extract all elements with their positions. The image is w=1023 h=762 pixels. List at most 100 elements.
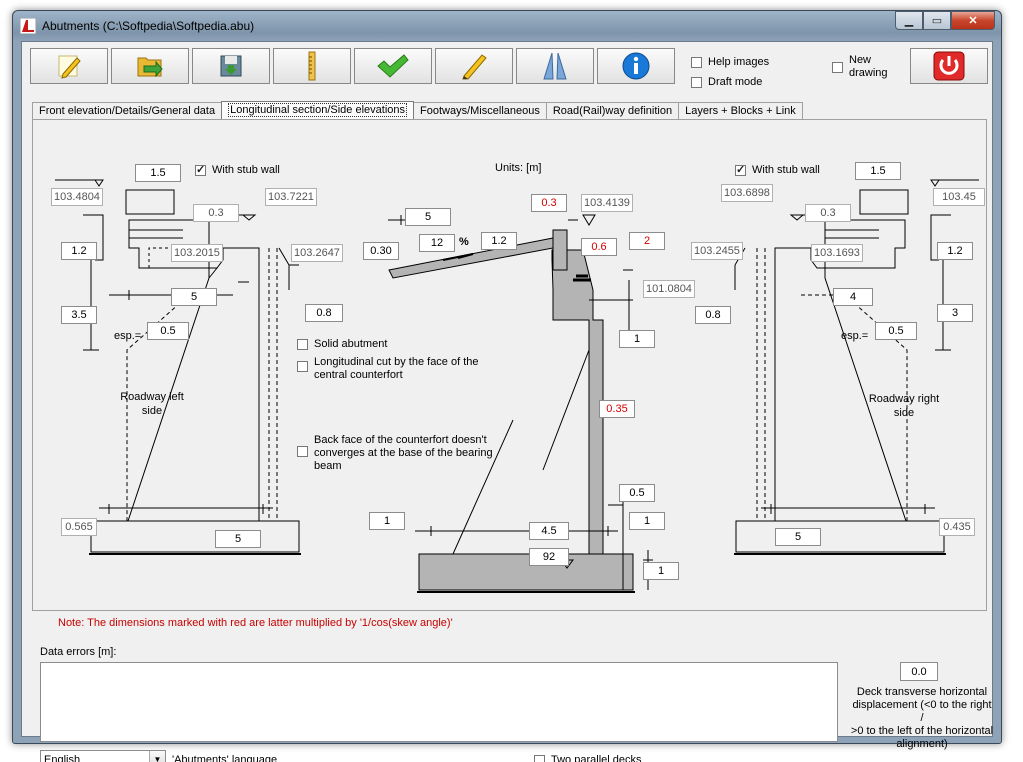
two-decks-checkbox[interactable] [534, 754, 545, 762]
close-button[interactable]: ✕ [951, 11, 995, 30]
tab-front-elevation[interactable]: Front elevation/Details/General data [32, 102, 223, 120]
center-left-1[interactable]: 1 [369, 512, 405, 530]
esp-right-label: esp.= [841, 330, 869, 342]
center-red-035[interactable]: 0.35 [599, 400, 635, 418]
new-drawing-checkbox[interactable] [832, 62, 843, 73]
maximize-icon: ▭ [931, 15, 943, 27]
left-level-c[interactable]: 103.2015 [171, 244, 223, 262]
right-level-g[interactable]: 103.6898 [721, 184, 773, 202]
center-top-03[interactable]: 0.3 [531, 194, 567, 212]
exit-button[interactable] [910, 48, 988, 84]
right-base-width[interactable]: 5 [775, 528, 821, 546]
open-button[interactable] [111, 48, 189, 84]
center-foot-1[interactable]: 1 [643, 562, 679, 580]
language-select[interactable]: English ▼ [40, 750, 166, 762]
right-v08[interactable]: 0.8 [695, 306, 731, 324]
center-level-f[interactable]: 101.0804 [643, 280, 695, 298]
roadway-left-label: Roadway left side [107, 390, 197, 418]
mirror-button[interactable] [516, 48, 594, 84]
right-stub-thickness[interactable]: 0.3 [805, 204, 851, 222]
tab-footways[interactable]: Footways/Miscellaneous [413, 102, 547, 120]
deck-desc-line3: >0 to the left of the horizontal [850, 725, 994, 737]
ruler-button[interactable] [273, 48, 351, 84]
chevron-down-icon[interactable]: ▼ [149, 751, 165, 762]
left-esp[interactable]: 0.5 [147, 322, 189, 340]
data-errors-area[interactable] [40, 662, 838, 742]
center-w45[interactable]: 4.5 [529, 522, 569, 540]
center-d12[interactable]: 1.2 [481, 232, 517, 250]
center-right-1[interactable]: 1 [629, 512, 665, 530]
roadway-left-line1: Roadway left [120, 391, 184, 403]
deck-displacement-label: Deck transverse horizontal displacement … [850, 686, 994, 751]
minimize-button[interactable]: ▁ [895, 11, 923, 30]
left-stub-width[interactable]: 1.5 [135, 164, 181, 182]
info-icon [622, 52, 650, 80]
help-images-checkbox[interactable] [691, 56, 702, 68]
solid-abutment-label: Solid abutment [314, 338, 388, 350]
left-level-a[interactable]: 103.4804 [51, 188, 103, 206]
draft-mode-checkbox[interactable] [691, 76, 702, 88]
left-bottom[interactable]: 0.565 [61, 518, 97, 536]
tab-layers-blocks[interactable]: Layers + Blocks + Link [678, 102, 803, 120]
roadway-right-line2: side [893, 407, 915, 419]
window-title: Abutments (C:\Softpedia\Softpedia.abu) [42, 19, 255, 33]
right-w4[interactable]: 4 [833, 288, 873, 306]
tab-label: Layers + Blocks + Link [685, 105, 796, 117]
info-button[interactable] [597, 48, 675, 84]
green-check-icon [377, 54, 409, 78]
center-width-5[interactable]: 5 [405, 208, 451, 226]
deck-displacement-input[interactable]: 0.0 [900, 662, 938, 681]
left-h35[interactable]: 3.5 [61, 306, 97, 324]
stub-wall-right-checkbox[interactable] [735, 163, 746, 176]
center-v1[interactable]: 1 [619, 330, 655, 348]
left-v08[interactable]: 0.8 [305, 304, 343, 322]
draft-mode-check[interactable]: Draft mode [691, 76, 762, 88]
long-cut-check[interactable]: Longitudinal cut by the face of the cent… [297, 356, 479, 382]
back-face-checkbox[interactable] [297, 446, 308, 457]
new-drawing-checkbox-wrap[interactable] [832, 62, 849, 76]
tab-longitudinal-section[interactable]: Longitudinal section/Side elevations [221, 101, 415, 120]
center-angle[interactable]: 92 [529, 548, 569, 566]
two-decks-check[interactable]: Two parallel decks [534, 754, 642, 762]
stub-wall-left-check[interactable]: With stub wall [195, 163, 280, 176]
title-bar[interactable]: Abutments (C:\Softpedia\Softpedia.abu) ▁… [13, 11, 1001, 41]
minimize-icon: ▁ [904, 15, 914, 27]
right-level-j[interactable]: 103.1693 [811, 244, 863, 262]
right-esp[interactable]: 0.5 [875, 322, 917, 340]
center-slope[interactable]: 12 [419, 234, 455, 252]
maximize-button[interactable]: ▭ [923, 11, 951, 30]
stub-wall-right-check[interactable]: With stub wall [735, 163, 820, 176]
back-face-check[interactable]: Back face of the counterfort doesn't con… [297, 434, 493, 473]
save-button[interactable] [192, 48, 270, 84]
stub-wall-left-checkbox[interactable] [195, 163, 206, 176]
tab-strip: Front elevation/Details/General data Lon… [32, 101, 803, 120]
right-level-h[interactable]: 103.45 [933, 188, 985, 206]
left-stub-thickness[interactable]: 0.3 [193, 204, 239, 222]
center-v05[interactable]: 0.5 [619, 484, 655, 502]
left-h1[interactable]: 1.2 [61, 242, 97, 260]
center-red-06[interactable]: 0.6 [581, 238, 617, 256]
right-stub-width[interactable]: 1.5 [855, 162, 901, 180]
tab-label: Longitudinal section/Side elevations [228, 103, 408, 117]
right-bottom[interactable]: 0.435 [939, 518, 975, 536]
two-decks-label: Two parallel decks [551, 754, 642, 762]
check-button[interactable] [354, 48, 432, 84]
right-h3[interactable]: 3 [937, 304, 973, 322]
center-level-e[interactable]: 103.4139 [581, 194, 633, 212]
center-d030[interactable]: 0.30 [363, 242, 399, 260]
help-images-check[interactable]: Help images [691, 56, 769, 68]
solid-abutment-checkbox[interactable] [297, 338, 308, 350]
back-face-line1: Back face of the counterfort doesn't [314, 434, 487, 446]
edit-button[interactable] [30, 48, 108, 84]
solid-abutment-check[interactable]: Solid abutment [297, 338, 387, 350]
left-level-d[interactable]: 103.2647 [291, 244, 343, 262]
draw-button[interactable] [435, 48, 513, 84]
left-base-width[interactable]: 5 [215, 530, 261, 548]
right-level-i[interactable]: 103.2455 [691, 242, 743, 260]
left-width-5[interactable]: 5 [171, 288, 217, 306]
long-cut-checkbox[interactable] [297, 361, 308, 372]
right-h12[interactable]: 1.2 [937, 242, 973, 260]
left-level-b[interactable]: 103.7221 [265, 188, 317, 206]
center-red-2[interactable]: 2 [629, 232, 665, 250]
tab-roadway-definition[interactable]: Road(Rail)way definition [545, 102, 680, 120]
